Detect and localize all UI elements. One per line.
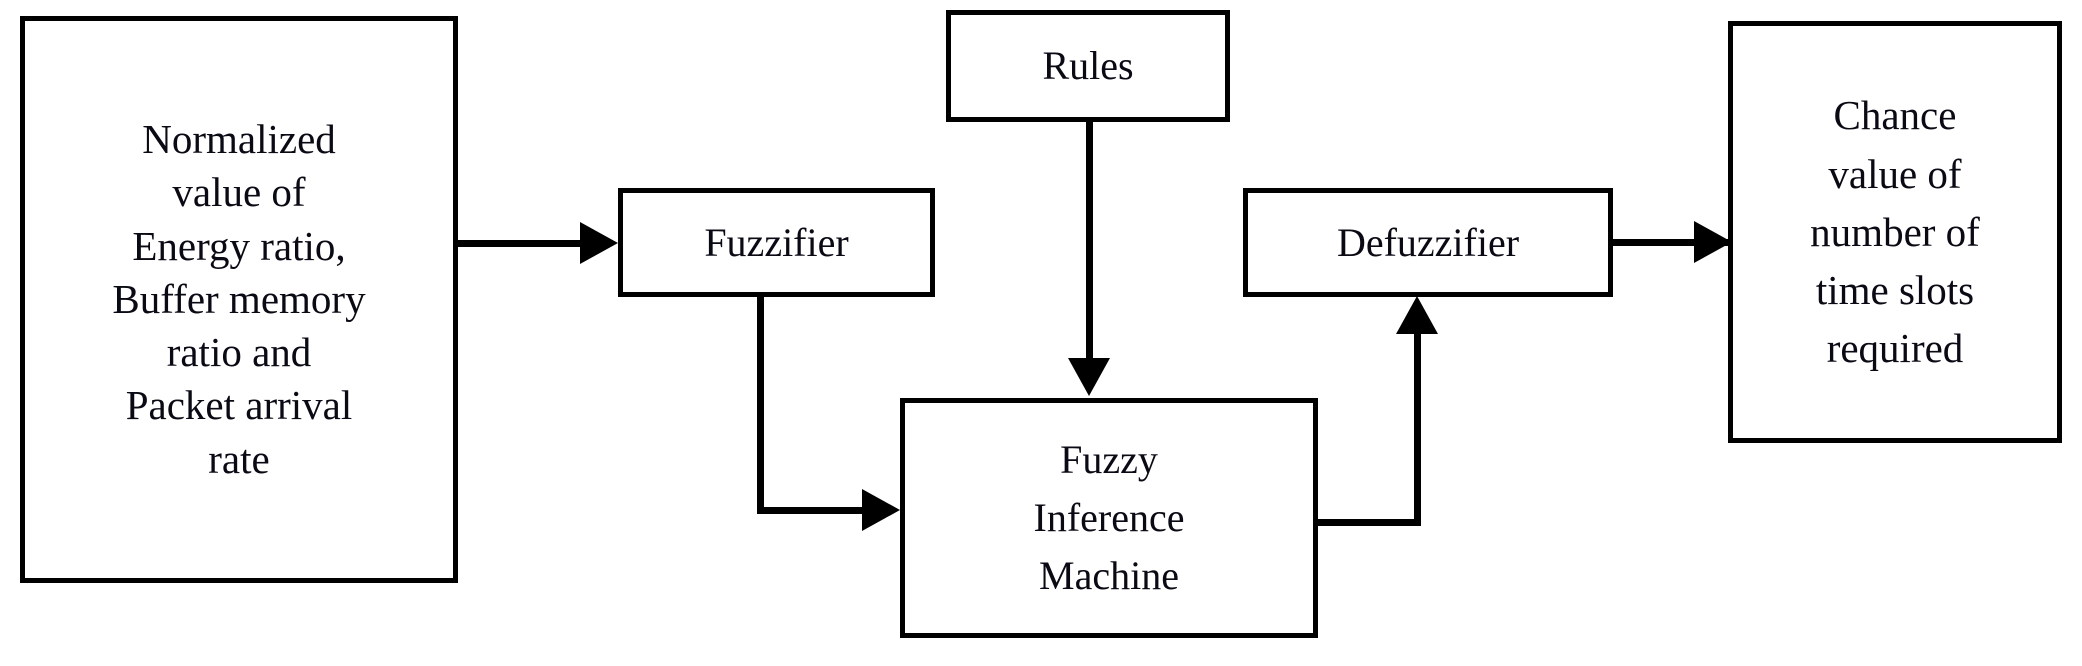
node-fuzzifier-label: Fuzzifier [704,219,849,265]
edge-defuzzifier-to-output-line [1611,239,1733,246]
edge-inputs-to-fuzzifier-arrowhead-icon [580,222,618,264]
edge-rules-to-fim-arrowhead-icon [1068,358,1110,396]
node-chance-value-output: Chance value of number of time slots req… [1728,21,2062,443]
edge-fuzzifier-to-fim-arrowhead-icon [862,489,900,531]
node-normalized-inputs: Normalized value of Energy ratio, Buffer… [20,16,458,583]
node-fuzzy-inference-machine: Fuzzy Inference Machine [900,398,1318,638]
edge-defuzzifier-to-output-arrowhead-icon [1694,221,1732,263]
edge-inputs-to-fuzzifier-line [458,240,580,247]
node-chance-value-output-label: Chance value of number of time slots req… [1810,92,1980,372]
node-defuzzifier: Defuzzifier [1243,188,1613,297]
edge-rules-to-fim-vertical [1086,118,1093,360]
node-fuzzy-inference-machine-label: Fuzzy Inference Machine [1033,437,1185,598]
node-normalized-inputs-label: Normalized value of Energy ratio, Buffer… [112,115,366,482]
edge-fim-to-defuzzifier-vertical [1414,333,1421,526]
node-defuzzifier-label: Defuzzifier [1336,219,1520,265]
edge-fim-to-defuzzifier-arrowhead-icon [1396,296,1438,334]
node-rules-label: Rules [1042,43,1134,89]
edge-fim-to-defuzzifier-horizontal [1314,519,1421,526]
edge-fuzzifier-to-fim-vertical [757,293,764,514]
node-fuzzifier: Fuzzifier [618,188,935,297]
node-rules: Rules [946,10,1230,122]
edge-fuzzifier-to-fim-horizontal [757,507,862,514]
